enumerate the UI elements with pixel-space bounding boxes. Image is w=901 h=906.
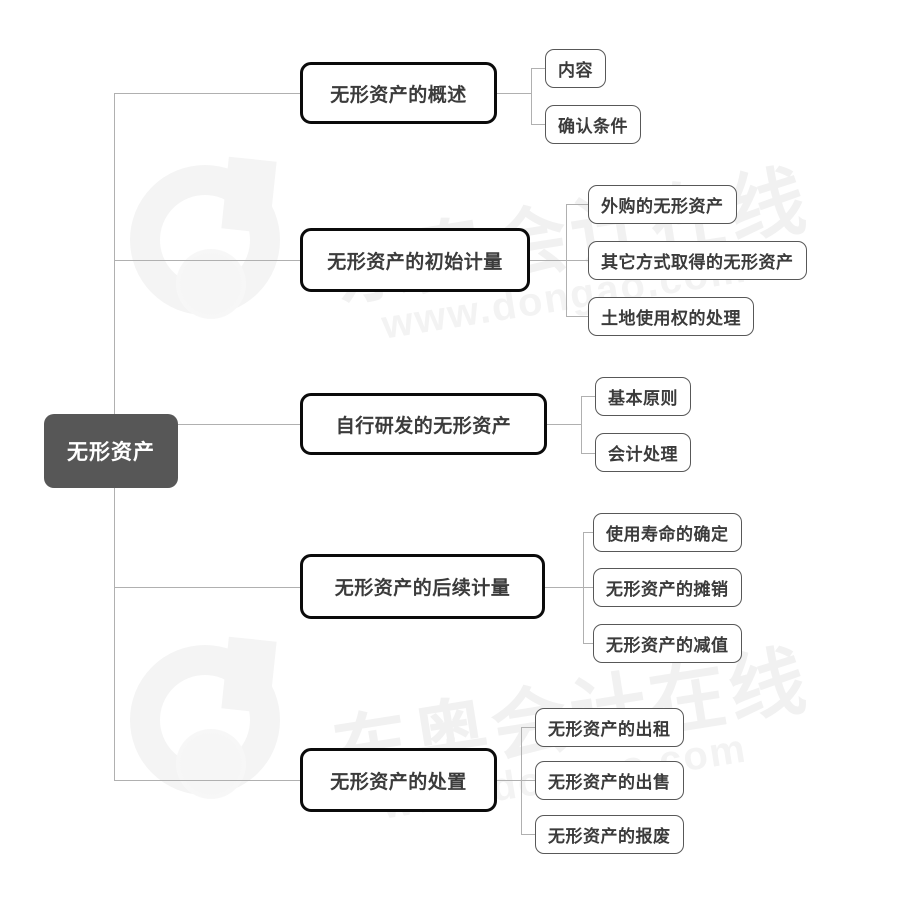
root-node-label: 无形资产 [67, 441, 155, 464]
watermark-logo-icon [130, 636, 320, 835]
leaf-node[interactable]: 使用寿命的确定 [593, 513, 742, 552]
branch-line-1 [114, 93, 301, 94]
branch-2-out-stub [530, 260, 566, 261]
branch-1-out-stub [497, 93, 531, 94]
leaf-label: 无形资产的出租 [548, 720, 671, 739]
branch-node-4[interactable]: 无形资产的后续计量 [300, 554, 545, 619]
branch-4-child-stub-1 [583, 532, 593, 533]
leaf-node[interactable]: 无形资产的报废 [535, 815, 684, 854]
leaf-node[interactable]: 无形资产的出售 [535, 761, 684, 800]
leaf-label: 使用寿命的确定 [606, 525, 729, 544]
branch-line-3 [114, 424, 301, 425]
branch-1-spine [531, 68, 532, 125]
leaf-label: 土地使用权的处理 [601, 309, 741, 328]
branch-2-child-stub-2 [566, 260, 588, 261]
branch-5-child-stub-2 [521, 780, 535, 781]
leaf-label: 会计处理 [608, 445, 678, 464]
branch-5-out-stub [497, 780, 521, 781]
root-node[interactable]: 无形资产 [44, 414, 178, 488]
leaf-node[interactable]: 会计处理 [595, 433, 691, 472]
leaf-node[interactable]: 基本原则 [595, 377, 691, 416]
branch-5-child-stub-1 [521, 727, 535, 728]
branch-2-child-stub-3 [566, 316, 588, 317]
branch-3-spine [581, 396, 582, 453]
branch-line-2 [114, 260, 301, 261]
leaf-label: 基本原则 [608, 389, 678, 408]
leaf-label: 外购的无形资产 [601, 197, 724, 216]
branch-4-child-stub-3 [583, 643, 593, 644]
branch-node-3[interactable]: 自行研发的无形资产 [300, 393, 547, 455]
leaf-node[interactable]: 土地使用权的处理 [588, 297, 754, 336]
leaf-label: 无形资产的出售 [548, 773, 671, 792]
branch-1-child-stub-2 [531, 124, 545, 125]
branch-5-child-stub-3 [521, 834, 535, 835]
watermark-lower: 东奥会计在线 www.dongao.com [130, 636, 890, 845]
leaf-label: 无形资产的减值 [606, 636, 729, 655]
leaf-label: 无形资产的报废 [548, 827, 671, 846]
branch-node-3-label: 自行研发的无形资产 [335, 415, 512, 437]
branch-2-child-stub-1 [566, 204, 588, 205]
leaf-node[interactable]: 内容 [545, 49, 606, 88]
branch-node-4-label: 无形资产的后续计量 [334, 578, 511, 599]
leaf-node[interactable]: 外购的无形资产 [588, 185, 737, 224]
branch-node-1-label: 无形资产的概述 [330, 84, 467, 106]
branch-node-5[interactable]: 无形资产的处置 [300, 748, 497, 812]
branch-node-2[interactable]: 无形资产的初始计量 [300, 228, 530, 292]
branch-4-out-stub [545, 587, 583, 588]
branch-3-out-stub [547, 424, 581, 425]
branch-node-1[interactable]: 无形资产的概述 [300, 62, 497, 124]
branch-3-child-stub-1 [581, 396, 595, 397]
branch-line-4 [114, 587, 301, 588]
leaf-label: 其它方式取得的无形资产 [601, 253, 794, 272]
leaf-node[interactable]: 无形资产的摊销 [593, 568, 742, 607]
branch-1-child-stub-1 [531, 68, 545, 69]
leaf-node[interactable]: 确认条件 [545, 105, 641, 144]
leaf-node[interactable]: 其它方式取得的无形资产 [588, 241, 807, 280]
branch-line-5 [114, 780, 301, 781]
leaf-node[interactable]: 无形资产的出租 [535, 708, 684, 747]
leaf-label: 无形资产的摊销 [606, 580, 729, 599]
branch-node-2-label: 无形资产的初始计量 [327, 251, 503, 273]
leaf-label: 内容 [558, 61, 593, 80]
leaf-node[interactable]: 无形资产的减值 [593, 624, 742, 663]
leaf-label: 确认条件 [558, 117, 628, 136]
branch-node-5-label: 无形资产的处置 [330, 771, 467, 793]
branch-4-child-stub-2 [583, 587, 593, 588]
branch-3-child-stub-2 [581, 453, 595, 454]
